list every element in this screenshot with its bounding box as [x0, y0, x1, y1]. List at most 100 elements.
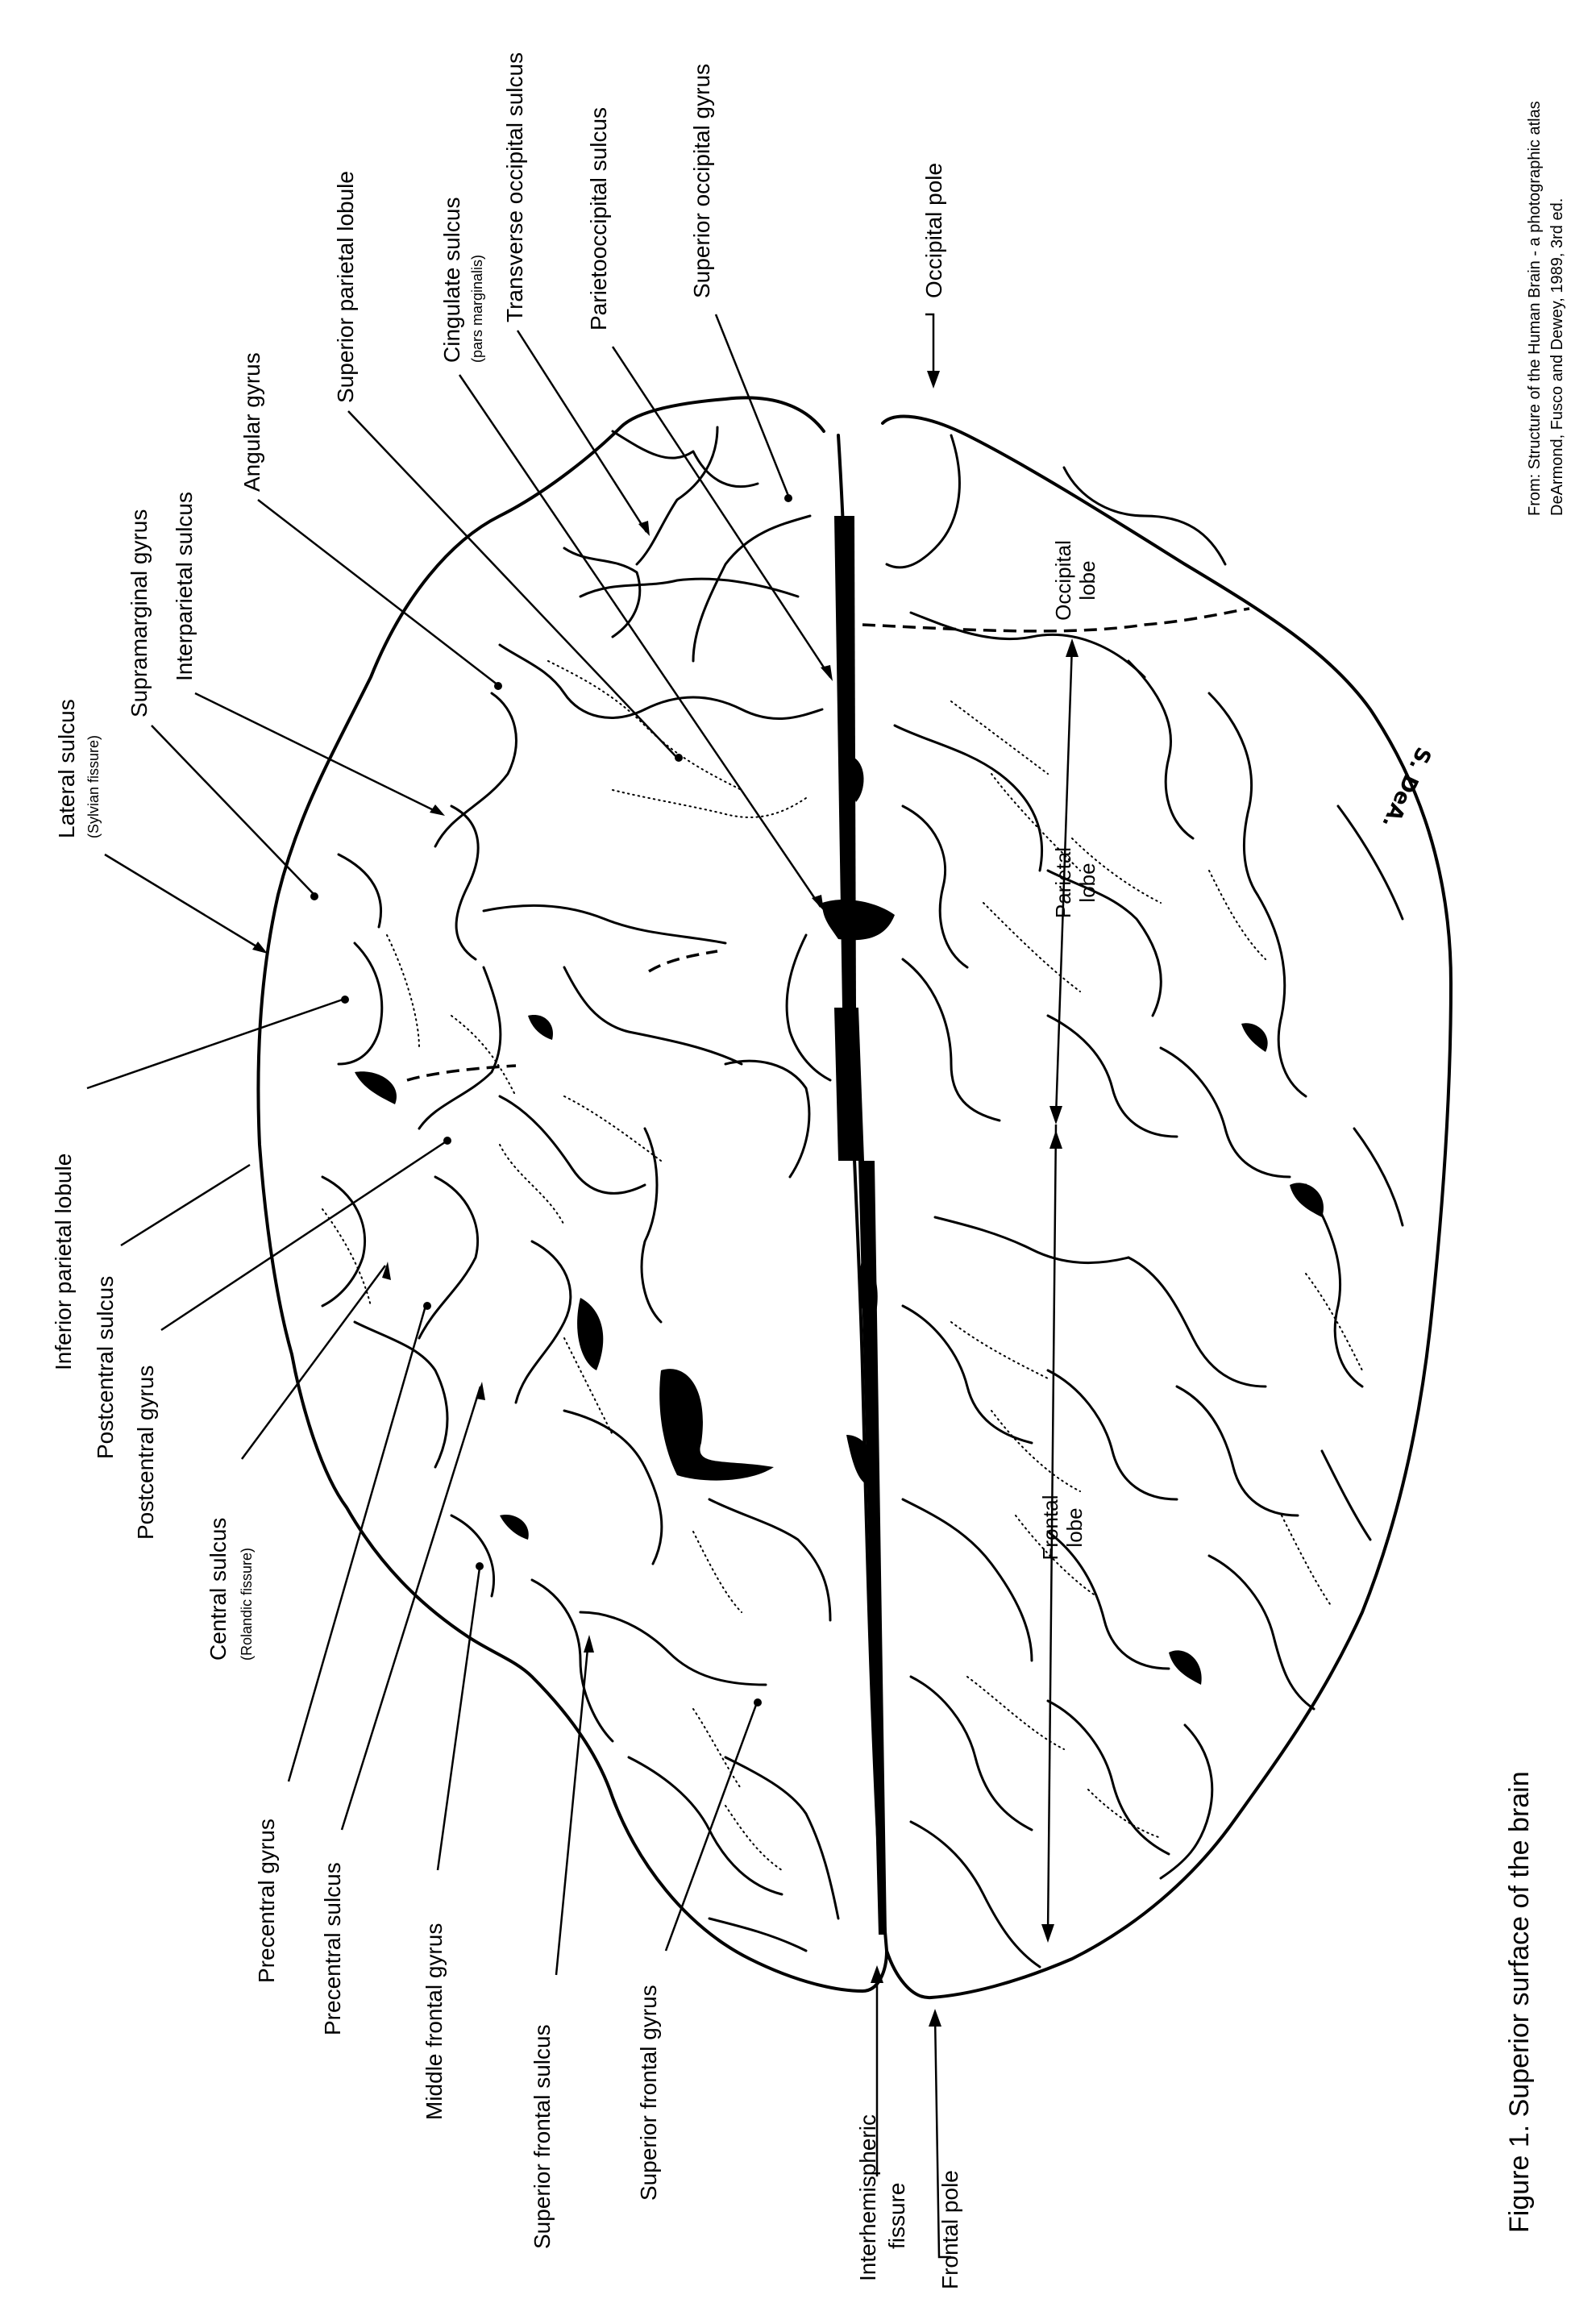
- leader-angular-gyrus: [257, 499, 499, 686]
- arrowhead-frontal-pole: [929, 2009, 941, 2027]
- leader-frontal-pole: [933, 2014, 951, 2259]
- leader-superior-frontal-gyrus: [664, 1704, 758, 1952]
- sulcus-blob-2: [659, 1369, 774, 1481]
- leader-parietooccipital-sulcus: [611, 346, 832, 678]
- dot-postcentral-gyrus: [443, 1137, 451, 1145]
- leader-interparietal-sulcus: [194, 692, 443, 816]
- dot-superior-occipital-gyrus: [784, 494, 792, 502]
- parietal-arrow-bottom: [1049, 1106, 1062, 1125]
- leader-precentral-sulcus: [340, 1386, 482, 1831]
- arrowhead-transverse-occipital: [638, 521, 650, 536]
- sulcus-blob-9: [500, 1515, 529, 1540]
- label-superior-occipital-gyrus: Superior occipital gyrus: [689, 64, 714, 298]
- dot-precentral-gyrus: [423, 1302, 431, 1310]
- sulcus-blob-1: [822, 899, 895, 941]
- postcentral-dashed-line: [406, 1064, 517, 1082]
- label-rolandic-fissure: (Rolandic fissure): [239, 1548, 255, 1661]
- structure-labels: Superior occipital gyrus Parietooccipita…: [51, 52, 962, 2289]
- left-hemisphere-gyri: [321, 426, 840, 1952]
- dot-superior-parietal-lobule: [675, 754, 683, 762]
- label-supramarginal-gyrus: Supramarginal gyrus: [127, 509, 152, 717]
- dot-superior-frontal-gyrus: [754, 1698, 762, 1707]
- occipital-lobe-label-2: lobe: [1075, 560, 1099, 600]
- sulcus-blob-10: [1290, 1183, 1324, 1217]
- dot-supramarginal-gyrus: [310, 892, 318, 900]
- leader-central-sulcus: [240, 1265, 387, 1460]
- frontal-lobe-label-1: Frontal: [1038, 1495, 1062, 1561]
- leader-occipital-pole: [925, 313, 935, 383]
- label-middle-frontal-gyrus: Middle frontal gyrus: [422, 1923, 447, 2120]
- dot-angular-gyrus: [494, 682, 502, 690]
- leader-superior-occipital-gyrus: [714, 314, 790, 497]
- leader-cingulate-sulcus: [458, 374, 822, 908]
- fissure-fill-upper: [834, 516, 856, 1008]
- arrowhead-occipital-pole: [927, 371, 940, 389]
- label-frontal-pole: Frontal pole: [937, 2170, 962, 2289]
- fissure-fill-middle: [834, 1008, 864, 1161]
- leader-inferior-parietal-lobule: [86, 998, 343, 1090]
- right-hemisphere-outline: [881, 414, 1453, 2000]
- dot-inferior-parietal-lobule: [341, 996, 349, 1004]
- left-hemisphere-outline: [256, 396, 888, 1993]
- leader-postcentral-gyrus: [160, 1139, 448, 1332]
- parietal-lobe-label-2: lobe: [1075, 863, 1099, 902]
- leader-supramarginal-gyrus: [151, 725, 315, 896]
- sulcus-blob-12: [1241, 1023, 1268, 1052]
- arrowhead-interparietal: [430, 804, 445, 816]
- sulcus-blob-7: [528, 1015, 553, 1040]
- figure-caption: Figure 1. Superior surface of the brain: [1504, 1771, 1535, 2233]
- arrowhead-precentral-sulcus: [476, 1382, 485, 1400]
- label-parietooccipital-sulcus: Parietooccipital sulcus: [586, 107, 611, 331]
- arrowhead-interhemispheric: [871, 1965, 883, 1983]
- frontal-arrow-top: [1049, 1130, 1062, 1149]
- label-pars-marginalis: (pars marginalis): [469, 255, 485, 363]
- parietal-arrow-top: [1066, 638, 1079, 657]
- label-superior-frontal-gyrus: Superior frontal gyrus: [636, 1985, 661, 2201]
- sulcus-blob-6: [355, 1071, 397, 1104]
- leader-superior-frontal-sulcus: [555, 1640, 590, 1976]
- label-interhemispheric: Interhemispheric: [855, 2114, 880, 2281]
- fissure-fill-lower: [858, 1161, 887, 1935]
- sulcus-blob-4: [858, 1258, 878, 1330]
- precentral-dashed-line: [648, 950, 718, 973]
- label-postcentral-gyrus: Postcentral gyrus: [133, 1366, 158, 1540]
- parietal-lobe-label-1: Parietal: [1051, 847, 1075, 918]
- source-citation-line-2: DeArmond, Fusco and Dewey, 1989, 3rd ed.: [1548, 198, 1566, 516]
- label-fissure: fissure: [884, 2183, 909, 2249]
- occipital-boundary-line: [862, 607, 1250, 633]
- label-lateral-sulcus: Lateral sulcus: [54, 699, 79, 838]
- label-angular-gyrus: Angular gyrus: [239, 352, 264, 492]
- label-sylvian-fissure: (Sylvian fissure): [85, 735, 102, 838]
- leader-middle-frontal-gyrus: [436, 1567, 481, 1871]
- arrowhead-superior-frontal-sulcus: [584, 1635, 594, 1653]
- leader-transverse-occipital-sulcus: [516, 330, 648, 533]
- leader-precentral-gyrus: [287, 1305, 427, 1782]
- sulcus-blob-8: [851, 758, 864, 802]
- arrowhead-central-sulcus: [382, 1262, 391, 1280]
- leader-postcentral-sulcus: [120, 1163, 251, 1247]
- label-superior-parietal-lobule: Superior parietal lobule: [333, 171, 358, 403]
- label-transverse-occipital-sulcus: Transverse occipital sulcus: [502, 52, 527, 322]
- dot-middle-frontal-gyrus: [476, 1562, 484, 1570]
- sulcus-blob-3: [577, 1298, 604, 1370]
- lobe-arrows: [1041, 638, 1079, 1943]
- arrowhead-cingulate: [812, 895, 824, 911]
- arrowhead-lateral-sulcus: [252, 942, 268, 954]
- label-occipital-pole: Occipital pole: [921, 163, 946, 298]
- right-hemisphere-gyri: [885, 434, 1404, 1968]
- label-inferior-parietal-lobule: Inferior parietal lobule: [51, 1154, 76, 1370]
- arrowhead-parietooccipital: [821, 665, 833, 681]
- frontal-arrow-bottom: [1041, 1924, 1054, 1943]
- artist-signature: S. DeA.: [1377, 743, 1436, 832]
- sulcus-blob-5: [846, 1435, 879, 1486]
- leader-superior-parietal-lobule: [347, 410, 678, 759]
- occipital-lobe-label-1: Occipital: [1051, 540, 1075, 621]
- brain-illustration: Occipital lobe Parietal lobe Frontal lob…: [256, 396, 1453, 2000]
- label-superior-frontal-sulcus: Superior frontal sulcus: [530, 2024, 555, 2249]
- label-precentral-sulcus: Precentral sulcus: [320, 1862, 345, 2035]
- leader-lateral-sulcus: [104, 853, 265, 953]
- stippling: [322, 660, 1363, 1871]
- frontal-lobe-label-2: lobe: [1062, 1507, 1087, 1547]
- leader-lines: [86, 313, 951, 2259]
